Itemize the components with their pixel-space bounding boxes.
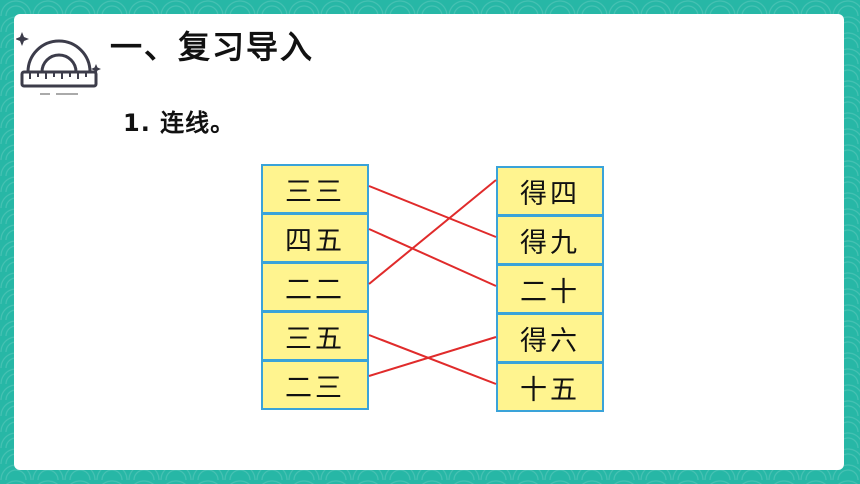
connection-line [368, 228, 497, 287]
left-item[interactable]: 四五 [261, 213, 369, 263]
left-item[interactable]: 二二 [261, 262, 369, 312]
left-item[interactable]: 二三 [261, 360, 369, 410]
connection-line [368, 334, 497, 385]
exercise-instruction: 1. 连线。 [123, 109, 236, 137]
slide-card [14, 14, 844, 470]
connection-line [368, 336, 497, 377]
right-item[interactable]: 十五 [496, 362, 604, 412]
left-item[interactable]: 三五 [261, 311, 369, 361]
connection-line [368, 185, 497, 238]
left-item[interactable]: 三三 [261, 164, 369, 214]
connection-line [368, 179, 497, 285]
page-title: 一、复习导入 [110, 28, 315, 66]
right-item[interactable]: 得四 [496, 166, 604, 216]
protractor-ruler-icon [16, 32, 101, 95]
right-item[interactable]: 二十 [496, 264, 604, 314]
